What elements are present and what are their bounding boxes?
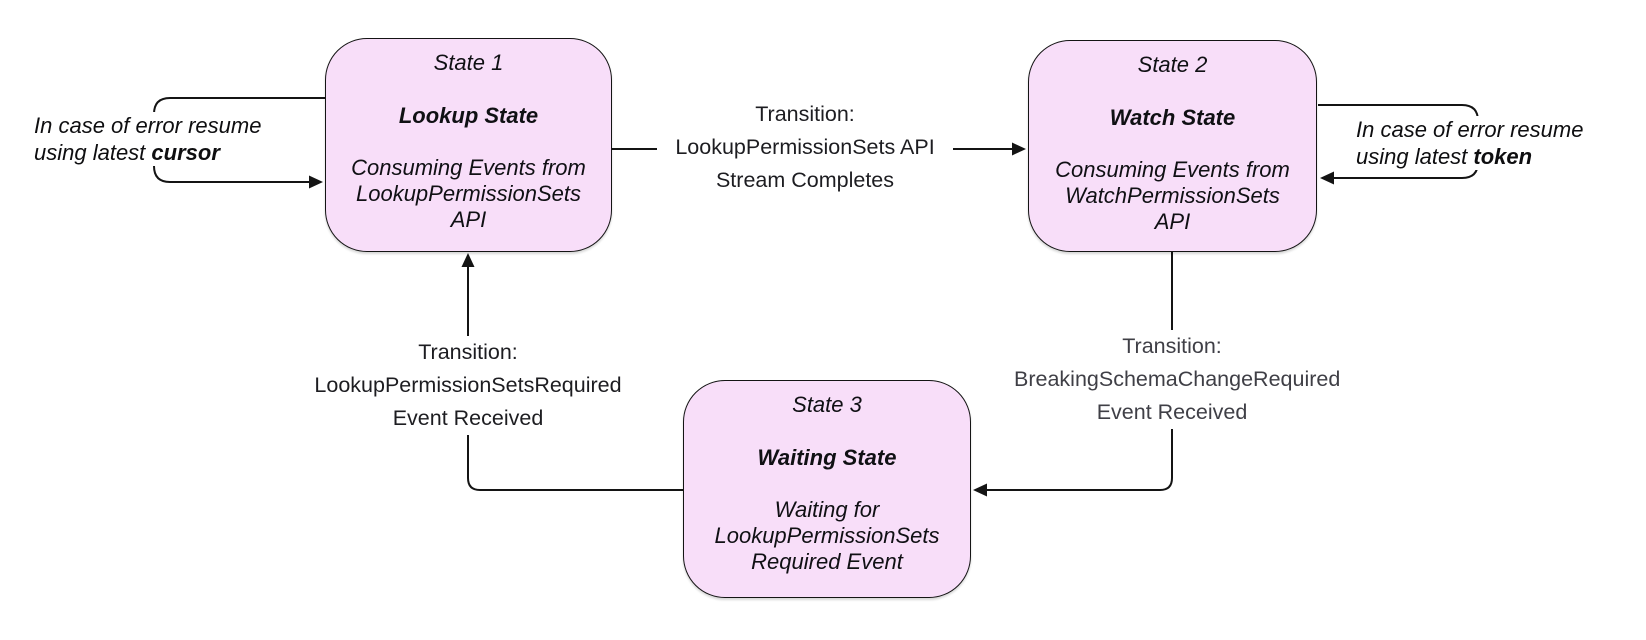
state-name: Waiting State — [757, 445, 897, 470]
state-description: Consuming Events from LookupPermissionSe… — [351, 155, 586, 233]
state-node-waiting: State 3 Waiting State Waiting for Lookup… — [683, 380, 971, 598]
transition-line-waiting-to-lookup — [467, 267, 683, 491]
transition-line-watch-to-waiting — [987, 252, 1173, 491]
state-node-lookup: State 1 Lookup State Consuming Events fr… — [325, 38, 612, 252]
error-resume-note-cursor: In case of error resume using latest cur… — [34, 112, 262, 166]
transition-label-line: Event Received — [1096, 400, 1248, 424]
state-description-line: Consuming Events from — [351, 155, 586, 180]
error-resume-note-line: In case of error resume — [1356, 117, 1584, 142]
arrowhead-right-icon — [309, 175, 323, 189]
state-description-line: API — [450, 207, 487, 232]
transition-label-watch-to-waiting: Transition: BreakingSchemaChangeRequired… — [1014, 330, 1341, 429]
state-description-line: Required Event — [751, 549, 903, 574]
error-resume-note-prefix: using latest — [1356, 144, 1474, 169]
transition-label-lookup-to-watch: Transition: LookupPermissionSets API Str… — [657, 98, 953, 197]
transition-label-line: BreakingSchemaChangeRequired — [1014, 367, 1341, 391]
state-description-line: API — [1154, 209, 1191, 234]
state-title: State 1 — [433, 50, 504, 75]
state-description-line: Consuming Events from — [1055, 157, 1290, 182]
transition-label-waiting-to-lookup: Transition: LookupPermissionSetsRequired… — [310, 336, 626, 435]
state-name: Lookup State — [398, 103, 539, 128]
state-description: Waiting for LookupPermissionSets Require… — [714, 497, 939, 575]
transition-label-line: Stream Completes — [715, 168, 895, 192]
transition-label-line: Transition: — [1122, 334, 1222, 358]
error-resume-note-line: using latest token — [1356, 143, 1583, 170]
arrowhead-right-icon — [1012, 142, 1026, 156]
arrowhead-left-icon — [973, 483, 987, 497]
transition-label-line: LookupPermissionSetsRequired — [314, 373, 622, 397]
transition-label-line: Transition: — [755, 102, 855, 126]
error-resume-note-line: In case of error resume — [34, 113, 262, 138]
transition-label-line: Event Received — [392, 406, 544, 430]
transition-label-line: Transition: — [418, 340, 518, 364]
arrowhead-left-icon — [1320, 171, 1334, 185]
error-resume-keyword: token — [1473, 144, 1533, 169]
error-resume-keyword: cursor — [151, 140, 220, 165]
error-resume-note-prefix: using latest — [34, 140, 152, 165]
state-description-line: WatchPermissionSets — [1065, 183, 1280, 208]
state-description-line: Waiting for — [774, 497, 880, 522]
state-title: State 3 — [792, 392, 862, 417]
state-name: Watch State — [1109, 105, 1236, 130]
error-resume-note-line: using latest cursor — [34, 139, 261, 166]
state-node-watch: State 2 Watch State Consuming Events fro… — [1028, 40, 1317, 252]
state-description-line: LookupPermissionSets — [714, 523, 940, 548]
state-title: State 2 — [1137, 52, 1208, 77]
state-description-line: LookupPermissionSets — [355, 181, 581, 206]
transition-label-line: LookupPermissionSets API — [675, 135, 935, 159]
error-resume-note-token: In case of error resume using latest tok… — [1356, 116, 1584, 170]
arrowhead-up-icon — [461, 253, 475, 267]
state-description: Consuming Events from WatchPermissionSet… — [1055, 157, 1290, 235]
